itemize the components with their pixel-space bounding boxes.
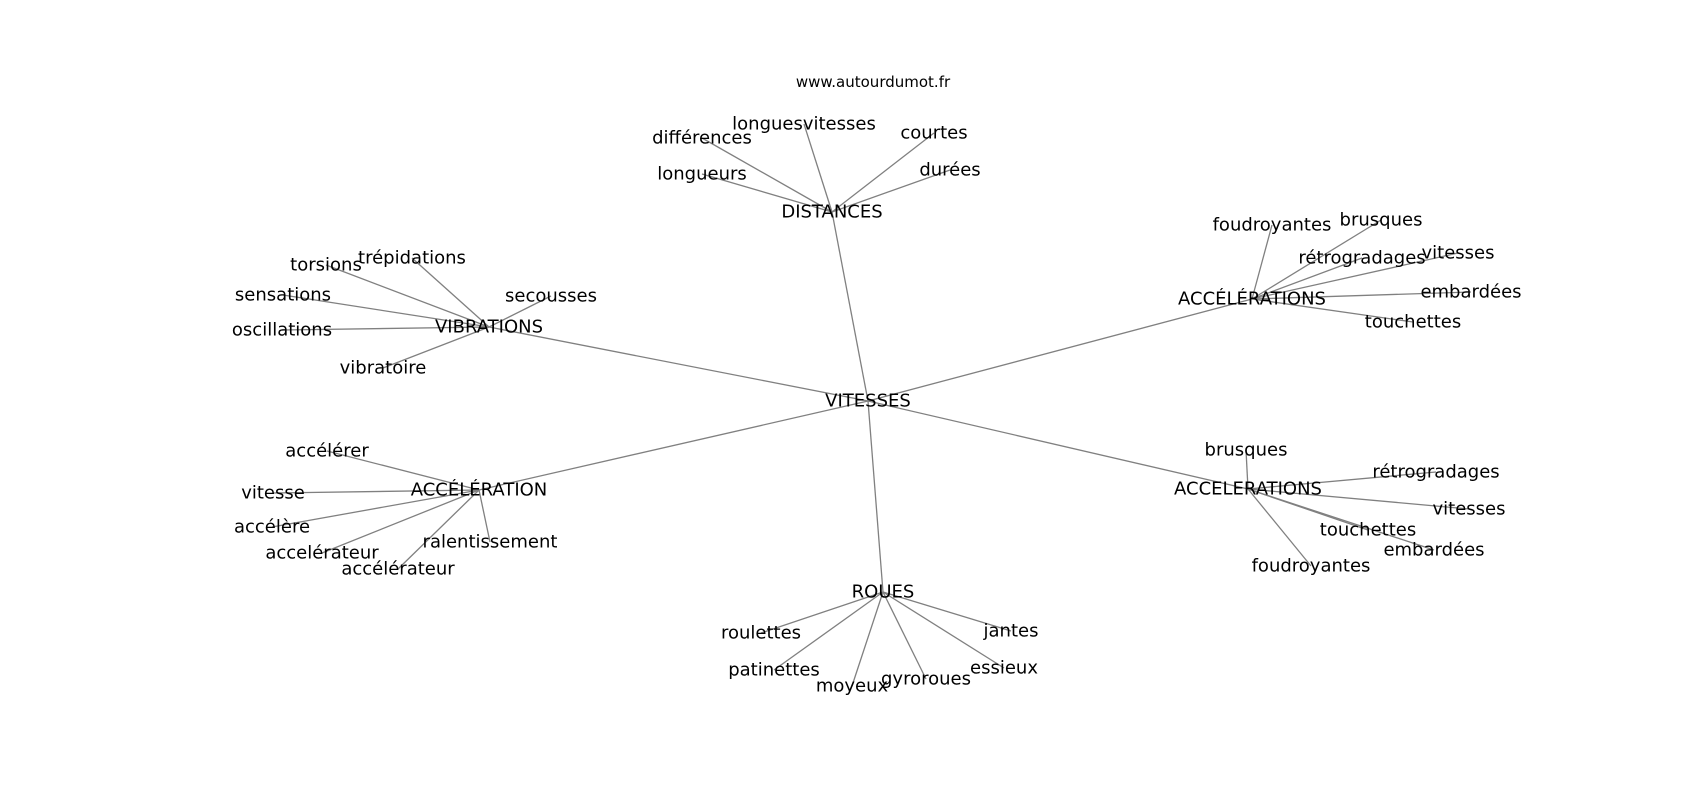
edge-branch-leaf — [882, 591, 1005, 669]
leaf-node: touchettes — [1320, 520, 1416, 541]
leaf-node: vitesses — [1422, 243, 1495, 264]
edge-branch-leaf — [488, 295, 552, 328]
leaf-node: patinettes — [728, 660, 820, 681]
leaf-node: ralentissement — [423, 532, 558, 553]
branch-node: ACCÉLÉRATION — [411, 479, 548, 501]
leaf-node: longuesvitesses — [732, 114, 876, 135]
leaf-node: accelérateur — [265, 543, 379, 564]
edge-branch-leaf — [831, 132, 935, 213]
branch-node: DISTANCES — [781, 202, 882, 223]
edge-branch-leaf — [1251, 224, 1273, 300]
edge-center-branch — [867, 400, 1249, 490]
edge-branch-leaf — [851, 591, 884, 687]
leaf-node: accélérateur — [341, 559, 455, 580]
leaf-node: brusques — [1205, 440, 1288, 461]
leaf-node: rétrogradages — [1372, 462, 1499, 483]
leaf-node: rétrogradages — [1298, 248, 1425, 269]
edge-branch-leaf — [1251, 252, 1459, 300]
leaf-node: foudroyantes — [1252, 556, 1371, 577]
edge-branch-leaf — [701, 137, 833, 213]
edge-branch-leaf — [882, 591, 1012, 632]
center-node: VITESSES — [825, 391, 911, 412]
leaf-node: vitesse — [241, 483, 305, 504]
leaf-node: trépidations — [358, 248, 466, 269]
edge-center-branch — [867, 400, 884, 593]
edge-center-branch — [488, 326, 869, 402]
leaf-node: secousses — [505, 286, 597, 307]
leaf-node: sensations — [235, 285, 331, 306]
leaf-node: roulettes — [721, 623, 801, 644]
edge-center-branch — [867, 298, 1253, 402]
edge-center-branch — [831, 211, 869, 402]
edge-branch-leaf — [411, 257, 490, 328]
leaf-node: différences — [652, 128, 752, 149]
leaf-node: embardées — [1383, 540, 1484, 561]
branch-node: ROUES — [852, 582, 915, 603]
graph-edges — [271, 123, 1472, 687]
branch-node: VIBRATIONS — [435, 317, 543, 338]
leaf-node: moyeux — [816, 676, 889, 697]
leaf-node: vitesses — [1433, 499, 1506, 520]
leaf-node: durées — [919, 160, 980, 181]
branch-node: ACCÉLÉRATIONS — [1178, 288, 1326, 310]
edge-branch-leaf — [1247, 488, 1470, 510]
edge-branch-leaf — [1251, 298, 1414, 323]
edge-branch-leaf — [882, 591, 927, 680]
leaf-node: foudroyantes — [1213, 215, 1332, 236]
edge-branch-leaf — [1251, 291, 1472, 300]
edge-branch-leaf — [1247, 488, 1435, 551]
edge-branch-leaf — [326, 450, 480, 491]
leaf-node: courtes — [900, 123, 967, 144]
website-label: www.autourdumot.fr — [796, 73, 951, 91]
edge-branch-leaf — [831, 169, 951, 213]
leaf-node: touchettes — [1365, 312, 1461, 333]
edge-branch-leaf — [282, 294, 490, 328]
edge-branch-leaf — [803, 123, 833, 213]
branch-node: ACCELERATIONS — [1174, 479, 1322, 500]
edge-branch-leaf — [281, 326, 490, 331]
edge-branch-leaf — [272, 489, 480, 494]
leaf-node: jantes — [983, 621, 1039, 642]
leaf-node: oscillations — [232, 320, 332, 341]
edge-branch-leaf — [1245, 449, 1249, 490]
edge-branch-leaf — [271, 489, 480, 528]
edge-branch-leaf — [760, 591, 884, 634]
leaf-node: brusques — [1340, 210, 1423, 231]
edge-center-branch — [478, 400, 869, 491]
edge-branch-leaf — [397, 489, 480, 570]
edge-branch-leaf — [1247, 471, 1437, 490]
edge-branch-leaf — [382, 326, 490, 369]
leaf-node: torsions — [290, 255, 362, 276]
leaf-node: vibratoire — [340, 358, 427, 379]
edge-branch-leaf — [773, 591, 884, 671]
leaf-node: gyroroues — [881, 669, 971, 690]
edge-branch-leaf — [478, 489, 491, 543]
edge-branch-leaf — [321, 489, 480, 554]
leaf-node: embardées — [1420, 282, 1521, 303]
leaf-node: essieux — [970, 658, 1038, 679]
leaf-node: accélérer — [285, 441, 369, 462]
edge-branch-leaf — [701, 173, 833, 213]
edge-branch-leaf — [1251, 219, 1382, 300]
leaf-node: accélère — [234, 517, 310, 538]
edge-branch-leaf — [1247, 488, 1312, 567]
leaf-node: longueurs — [657, 164, 747, 185]
edge-branch-leaf — [325, 264, 490, 328]
edge-branch-leaf — [1251, 257, 1363, 300]
